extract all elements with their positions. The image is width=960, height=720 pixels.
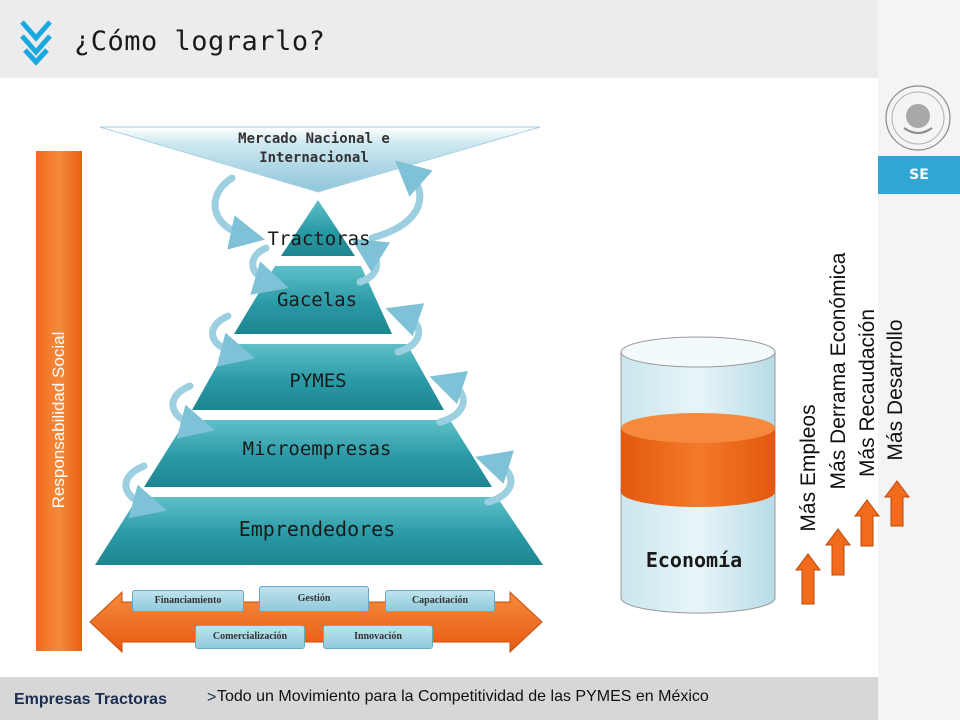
header-bar bbox=[0, 0, 878, 78]
support-gestion: Gestión bbox=[259, 586, 369, 612]
support-capacitacion: Capacitación bbox=[385, 590, 495, 612]
footer-tagline: Todo un Movimiento para la Competitivida… bbox=[217, 688, 709, 705]
pyramid-label-tractoras: Tractoras bbox=[267, 228, 371, 250]
pyramid-label-pymes: PYMES bbox=[289, 370, 347, 392]
benefit-mas-recaudacion: Más Recaudación bbox=[856, 308, 879, 478]
growth-arrows bbox=[795, 480, 910, 605]
chevron-down-icon bbox=[20, 20, 52, 66]
support-comercializacion: Comercialización bbox=[195, 625, 305, 649]
footer-bar bbox=[0, 677, 878, 720]
pyramid-label-gacelas: Gacelas bbox=[276, 289, 358, 311]
benefit-mas-derrama-economica: Más Derrama Económica bbox=[827, 252, 850, 490]
market-label-line2: Internacional bbox=[259, 150, 369, 166]
responsabilidad-social-bar bbox=[36, 151, 82, 651]
pyramid-level-tractoras bbox=[281, 200, 355, 256]
pyramid-label-emprendedores: Emprendedores bbox=[238, 517, 396, 541]
cycle-arrows-left bbox=[122, 174, 289, 519]
cycle-arrows-right bbox=[351, 160, 515, 506]
footer-brand: Empresas Tractoras bbox=[14, 691, 167, 708]
pyramid-label-microempresas: Microempresas bbox=[242, 438, 392, 460]
benefit-mas-empleos: Más Empleos bbox=[797, 404, 820, 532]
footer-separator: > bbox=[207, 689, 217, 706]
support-innovacion: Innovación bbox=[323, 625, 433, 649]
market-label: Mercado Nacional e Internacional bbox=[238, 130, 390, 168]
economy-cylinder bbox=[620, 336, 776, 614]
market-funnel bbox=[99, 126, 541, 193]
economy-label: Economía bbox=[645, 548, 743, 572]
pyramid-level-pymes bbox=[192, 344, 444, 410]
support-financiamiento: Financiamiento bbox=[132, 590, 244, 612]
se-badge: SE bbox=[878, 156, 960, 194]
market-label-line1: Mercado Nacional e bbox=[238, 131, 390, 147]
pyramid-level-emprendedores bbox=[95, 497, 543, 565]
pyramid-level-microempresas bbox=[144, 420, 492, 487]
benefit-mas-desarrollo: Más Desarrollo bbox=[884, 319, 907, 461]
page-title: ¿Cómo lograrlo? bbox=[74, 26, 326, 57]
